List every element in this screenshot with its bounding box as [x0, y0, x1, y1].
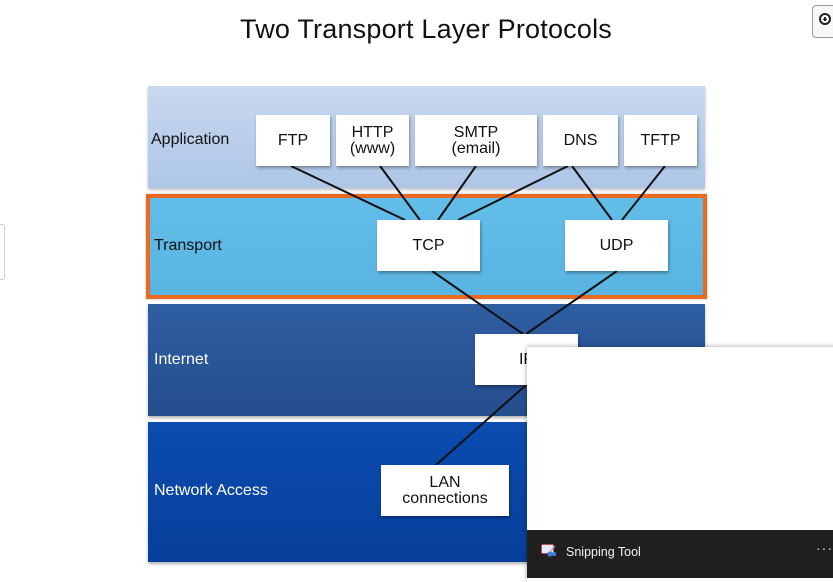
slide-title: Two Transport Layer Protocols — [240, 14, 612, 44]
snipping-tool-popup[interactable]: Snipping Tool ··· — [527, 347, 833, 582]
snipping-tool-titlebar[interactable]: Snipping Tool ··· — [527, 530, 833, 578]
protocol-box-ftp: FTP — [256, 115, 330, 166]
side-panel-handle[interactable] — [0, 224, 5, 280]
protocol-box-udp: UDP — [565, 220, 668, 271]
transport-layer-label: Transport — [154, 237, 222, 254]
zoom-in-icon — [819, 13, 831, 25]
snipping-tool-icon — [541, 544, 557, 557]
zoom-in-button[interactable] — [812, 5, 833, 38]
protocol-box-tftp: TFTP — [624, 115, 697, 166]
application-layer-label: Application — [151, 131, 230, 148]
protocol-box-smtp: SMTP (email) — [415, 115, 537, 166]
protocol-box-lan: LAN connections — [381, 465, 509, 516]
protocol-box-tcp: TCP — [377, 220, 480, 271]
protocol-box-http: HTTP (www) — [336, 115, 409, 166]
more-options-button[interactable]: ··· — [816, 540, 833, 556]
protocol-box-dns: DNS — [543, 115, 618, 166]
internet-layer-label: Internet — [154, 351, 209, 368]
snipping-tool-name: Snipping Tool — [566, 545, 641, 559]
network-access-layer-label: Network Access — [154, 482, 268, 499]
